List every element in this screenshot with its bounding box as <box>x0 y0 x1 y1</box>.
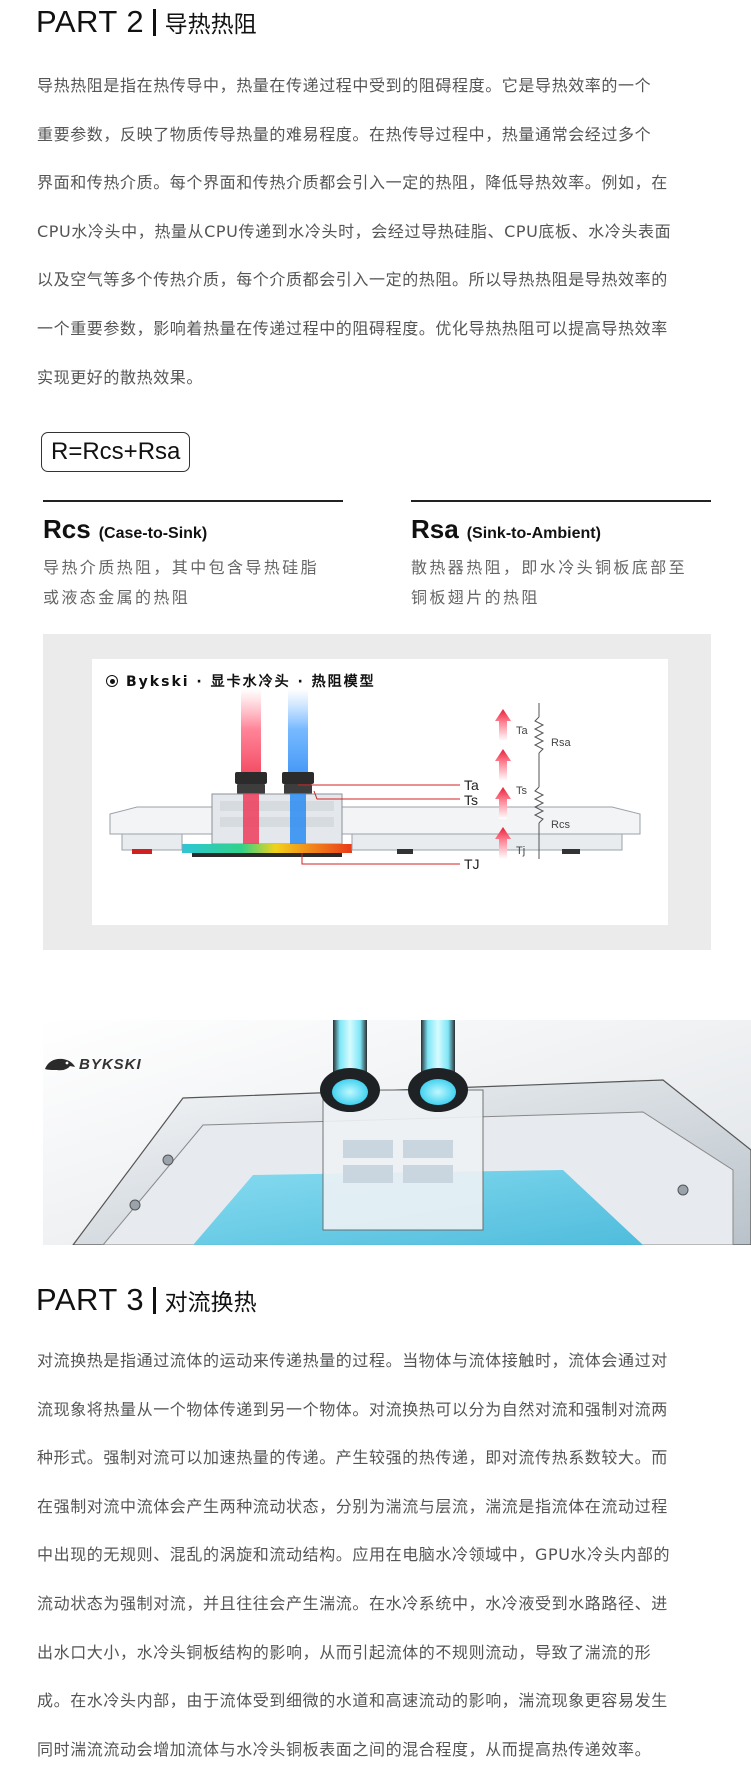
brand-name: BYKSKI <box>79 1055 142 1073</box>
rcs-description: 导热介质热阻，其中包含导热硅脂或液态金属的热阻 <box>43 553 319 613</box>
fin-4 <box>403 1165 453 1183</box>
paragraph-line: CPU水冷头中，热量从CPU传递到水冷头时，会经过导热硅脂、CPU底板、水冷头表… <box>37 221 672 241</box>
banner-fitting-left-glow <box>332 1079 368 1105</box>
paragraph-line: 以及空气等多个传热介质，每个介质都会引入一定的热阻。所以导热热阻是导热效率的 <box>37 270 668 290</box>
blue-channel <box>290 794 306 844</box>
part2-heading: PART 2 导热热阻 <box>36 4 257 40</box>
ts-pointer-label: Ts <box>464 792 478 808</box>
fin-1 <box>343 1140 393 1158</box>
paragraph-line: 在强制对流中流体会产生两种流动状态，分别为湍流与层流，湍流是指流体在流动过程 <box>37 1496 668 1516</box>
paragraph-line: 界面和传热介质。每个界面和传热介质都会引入一定的热阻，降低导热效率。例如，在 <box>37 173 668 193</box>
rcs-heading: Rcs (Case-to-Sink) <box>43 514 207 545</box>
chain-rsa-label: Rsa <box>551 737 571 749</box>
screw-3 <box>677 1184 689 1196</box>
right-fitting-bottom <box>284 784 312 794</box>
rsa-resistor-zigzag <box>533 716 545 754</box>
paragraph-line: 成。在水冷头内部，由于流体受到细微的水道和高速流动的影响，湍流现象更容易发生 <box>37 1691 668 1711</box>
fin-3 <box>343 1165 393 1183</box>
bykski-leopard-icon <box>45 1058 75 1071</box>
rcs-symbol: Rcs <box>43 514 91 544</box>
part2-paragraph: 导热热阻是指在热传导中，热量在传递过程中受到的阻碍程度。它是导热效率的一个重要参… <box>37 62 671 402</box>
part3-paragraph: 对流换热是指通过流体的运动来传递热量的过程。当物体与流体接触时，流体会通过对流现… <box>37 1337 670 1774</box>
rcs-resistor-zigzag <box>533 786 545 824</box>
paragraph-line: 一个重要参数，影响着热量在传递过程中的阻碍程度。优化导热热阻可以提高导热效率 <box>37 318 668 338</box>
rsa-heading: Rsa (Sink-to-Ambient) <box>411 514 601 545</box>
chain-rcs-label: Rcs <box>551 819 570 831</box>
rcs-rule <box>43 500 343 502</box>
description-line: 或液态金属的热阻 <box>43 588 191 607</box>
paragraph-line: 流动状态为强制对流，并且往往会产生湍流。在水冷系统中，水冷液受到水路路径、进 <box>37 1593 668 1613</box>
paragraph-line: 重要参数，反映了物质传导热量的难易程度。在热传导过程中，热量通常会经过多个 <box>37 124 652 144</box>
red-channel <box>243 794 259 844</box>
thermal-model-panel: Bykski · 显卡水冷头 · 热阻模型 <box>92 659 668 925</box>
left-fitting-top <box>235 772 267 784</box>
part3-title: 对流换热 <box>164 1290 257 1316</box>
left-pad <box>132 849 152 854</box>
tj-pointer-line <box>301 853 460 865</box>
paragraph-line: 实现更好的散热效果。 <box>37 367 204 387</box>
heat-arrow-1 <box>495 709 511 741</box>
tj-pointer-label: TJ <box>464 856 480 872</box>
description-line: 导热介质热阻，其中包含导热硅脂 <box>43 558 320 577</box>
right-pad-1 <box>397 849 413 854</box>
part2-number: PART 2 <box>36 4 145 39</box>
paragraph-line: 中出现的无规则、混乱的涡旋和流动结构。应用在电脑水冷领域中，GPU水冷头内部的 <box>37 1545 671 1565</box>
brand-logo: BYKSKI <box>43 1055 142 1073</box>
right-side-block <box>351 833 623 851</box>
fin-2 <box>403 1140 453 1158</box>
heat-arrow-3 <box>495 787 511 819</box>
waterblock-illustration <box>109 689 641 865</box>
description-line: 散热器热阻，即水冷头铜板底部至 <box>411 558 688 577</box>
chain-tj-label: Tj <box>516 845 526 857</box>
ts-pointer-line <box>313 790 460 800</box>
acrylic-channel-top <box>220 801 334 811</box>
chain-ta-label: Ta <box>516 725 528 737</box>
center-block <box>322 1089 484 1231</box>
rsa-description: 散热器热阻，即水冷头铜板底部至铜板翅片的热阻 <box>411 553 687 613</box>
thermal-model-title: Bykski · 显卡水冷头 · 热阻模型 <box>106 671 376 691</box>
acrylic-channel-mid <box>220 817 334 827</box>
left-fitting-bottom <box>237 784 265 794</box>
ta-pointer-label: Ta <box>464 777 479 793</box>
rsa-label: (Sink-to-Ambient) <box>466 525 601 542</box>
screw-1 <box>129 1199 141 1211</box>
copper-base-strip <box>182 844 352 853</box>
part3-separator <box>153 1286 156 1314</box>
screw-2 <box>162 1154 174 1166</box>
part3-number: PART 3 <box>36 1282 145 1317</box>
banner-tube-right <box>421 1020 455 1075</box>
chain-ts-label: Ts <box>516 785 527 797</box>
waterblock-photo <box>43 1020 751 1245</box>
paragraph-line: 出水口大小，水冷头铜板结构的影响，从而引起流体的不规则流动，导致了湍流的形 <box>37 1642 652 1662</box>
paragraph-line: 同时湍流流动会增加流体与水冷头铜板表面之间的混合程度，从而提高热传递效率。 <box>37 1739 652 1759</box>
rsa-symbol: Rsa <box>411 514 459 544</box>
rcs-label: (Case-to-Sink) <box>98 525 208 542</box>
heat-arrow-4 <box>495 827 511 859</box>
right-fitting-top <box>282 772 314 784</box>
paragraph-line: 种形式。强制对流可以加速热量的传递。产生较强的热传递，即对流传热系数较大。而 <box>37 1448 668 1468</box>
product-banner: BYKSKI <box>43 1020 751 1245</box>
part3-heading: PART 3 对流换热 <box>36 1282 257 1318</box>
banner-fitting-right-glow <box>420 1079 456 1105</box>
right-pad-2 <box>562 849 580 854</box>
description-line: 铜板翅片的热阻 <box>411 588 540 607</box>
heat-arrow-2 <box>495 749 511 781</box>
pcb-strip <box>192 853 342 857</box>
thermal-model-frame: Bykski · 显卡水冷头 · 热阻模型 <box>43 634 711 950</box>
left-side-block <box>121 833 183 851</box>
rsa-rule <box>411 500 711 502</box>
paragraph-line: 对流换热是指通过流体的运动来传递热量的过程。当物体与流体接触时，流体会通过对 <box>37 1351 668 1370</box>
paragraph-line: 导热热阻是指在热传导中，热量在传递过程中受到的阻碍程度。它是导热效率的一个 <box>37 76 652 95</box>
target-icon <box>106 675 118 687</box>
banner-tube-left <box>333 1020 367 1075</box>
paragraph-line: 流现象将热量从一个物体传递到另一个物体。对流换热可以分为自然对流和强制对流两 <box>37 1399 668 1419</box>
formula-text: R=Rcs+Rsa <box>51 438 181 465</box>
thermal-model-title-text: Bykski · 显卡水冷头 · 热阻模型 <box>126 674 376 690</box>
formula-box: R=Rcs+Rsa <box>41 432 191 472</box>
part2-title: 导热热阻 <box>164 12 257 38</box>
part2-separator <box>153 8 156 36</box>
